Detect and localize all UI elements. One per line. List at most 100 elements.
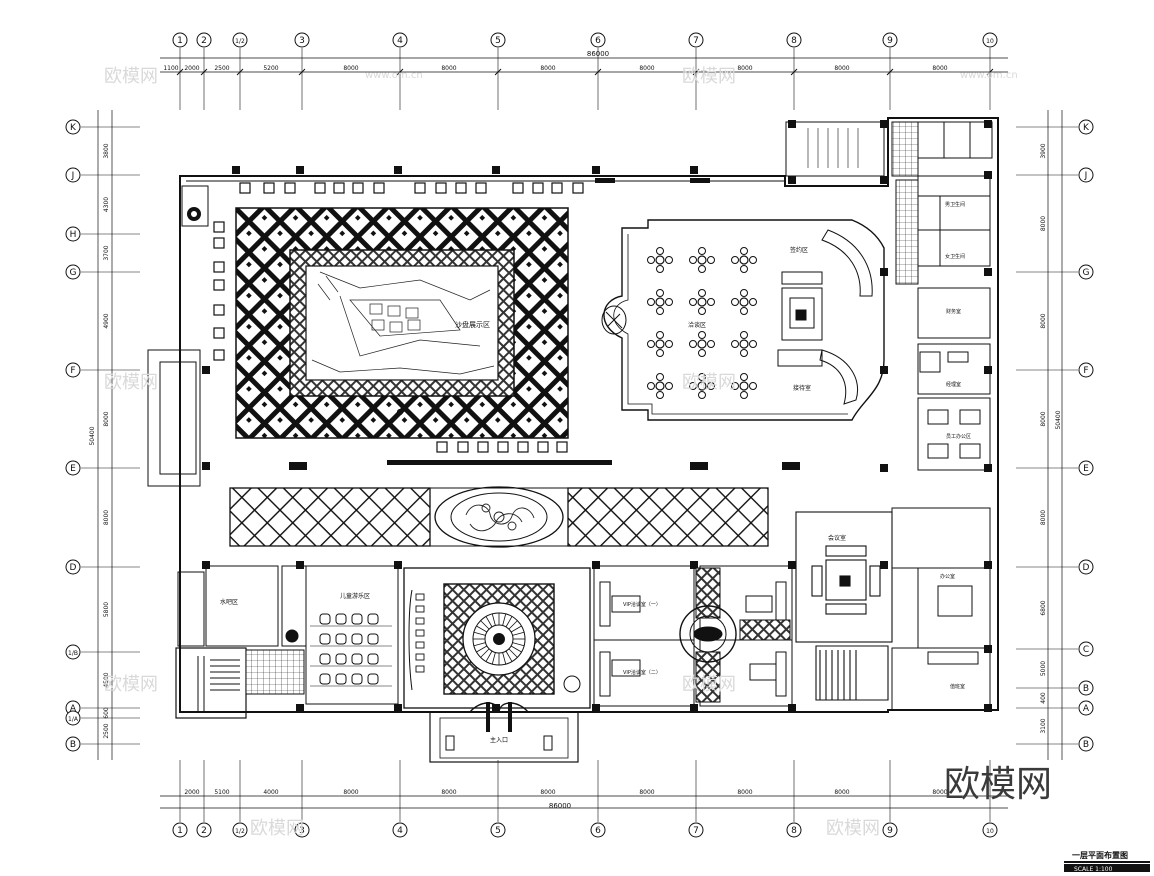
grid-row-bubble xyxy=(65,644,81,660)
grid-row-bubble xyxy=(1078,641,1094,657)
meeting-label: 会议室 xyxy=(828,534,846,542)
grid-column-label: 8 xyxy=(791,826,797,836)
dimension-value: 3900 xyxy=(1040,143,1047,158)
dimension-value: 4500 xyxy=(103,672,110,687)
grid-column-bubble xyxy=(172,32,188,48)
dimension-value: 8000 xyxy=(441,65,456,72)
grid-row-bubble xyxy=(65,226,81,242)
chair xyxy=(335,653,347,665)
dimension-value: 8000 xyxy=(343,65,358,72)
drawing-scale: SCALE 1:100 xyxy=(1074,866,1113,873)
grid-column-bubble xyxy=(490,822,506,838)
grid-row-label: B xyxy=(1083,684,1089,694)
chair xyxy=(351,633,363,645)
women-wc-label: 女卫生间 xyxy=(945,253,965,260)
negotiation-hall: 签约区 洽谈区 接待室 xyxy=(601,219,885,421)
sand-table-label: 沙盘展示区 xyxy=(455,320,490,329)
dimension-value: 8000 xyxy=(343,789,358,796)
chair xyxy=(367,673,379,685)
seat-group xyxy=(730,246,758,274)
grid-column-label: 7 xyxy=(693,826,699,836)
column xyxy=(394,166,402,174)
dimension-value: 8000 xyxy=(1040,411,1047,426)
grid-row-label: J xyxy=(1084,171,1088,181)
grid-column-bubble xyxy=(590,822,606,838)
axis-grid: 11221/21/2334455667788991010KJHGFED1/BA1… xyxy=(65,32,1094,838)
dimension-value: 8000 xyxy=(1040,510,1047,525)
dimension-value: 8000 xyxy=(639,65,654,72)
watermark-brand: 欧模网 xyxy=(682,674,736,695)
column xyxy=(788,120,796,128)
dimension-value: 8000 xyxy=(737,789,752,796)
grid-row-bubble xyxy=(1078,119,1094,135)
grid-column-label: 6 xyxy=(595,36,601,46)
column xyxy=(394,561,402,569)
seat-group xyxy=(646,288,674,316)
grid-column-label: 9 xyxy=(887,826,893,836)
grid-row-label: K xyxy=(1083,123,1090,133)
dimension-value: 2500 xyxy=(214,65,229,72)
grid-column-label: 1 xyxy=(177,36,183,46)
grid-row-label: G xyxy=(70,268,77,278)
vip2-label: VIP洽谈室（二） xyxy=(623,669,661,676)
lobby-floor-pattern xyxy=(229,486,769,548)
watermark-brand: 欧模网 xyxy=(104,372,158,393)
grid-row-label: 1/B xyxy=(68,650,78,657)
dimension-value: 8000 xyxy=(932,789,947,796)
seat-group xyxy=(646,246,674,274)
grid-row-bubble xyxy=(1078,680,1094,696)
column xyxy=(984,704,992,712)
dimension-value: 8000 xyxy=(441,789,456,796)
grid-row-label: K xyxy=(70,123,77,133)
grid-row-bubble xyxy=(65,119,81,135)
dimension-value: 4000 xyxy=(263,789,278,796)
grid-row-bubble xyxy=(1078,700,1094,716)
grid-column-bubble xyxy=(786,32,802,48)
kids-area-chairs xyxy=(310,613,392,687)
dimension-value: 5000 xyxy=(1040,661,1047,676)
total-dimension-left: 50400 xyxy=(89,426,96,445)
watermarks: 欧模网 www.om.cn 欧模网 www.om.cn 欧模网 欧模网 欧模网 … xyxy=(104,66,1052,839)
grid-row-bubble xyxy=(65,460,81,476)
watermark-brand: 欧模网 xyxy=(250,818,304,839)
grid-column-bubble xyxy=(196,32,212,48)
dimension-value: 4300 xyxy=(103,197,110,212)
column xyxy=(880,366,888,374)
column xyxy=(232,166,240,174)
vip1-label: VIP洽谈室（一） xyxy=(623,601,661,608)
column xyxy=(880,464,888,472)
grid-column-bubble xyxy=(392,32,408,48)
chair xyxy=(319,613,331,625)
watermark-brand: 欧模网 xyxy=(104,66,158,87)
grid-column-bubble xyxy=(786,822,802,838)
column xyxy=(202,366,210,374)
seat-group xyxy=(688,288,716,316)
total-dimension-top: 86000 xyxy=(587,50,609,58)
column xyxy=(394,704,402,712)
chair xyxy=(367,613,379,625)
column xyxy=(492,166,500,174)
grid-column-bubble xyxy=(232,32,248,48)
finance-label: 财务室 xyxy=(946,308,961,315)
grid-row-label: 1/A xyxy=(68,716,79,723)
dimension-value: 8000 xyxy=(737,65,752,72)
dimension-value: 8000 xyxy=(540,789,555,796)
grid-row-bubble xyxy=(65,264,81,280)
grid-column-label: 1/2 xyxy=(235,828,245,835)
dimension-value: 8000 xyxy=(932,65,947,72)
dimension-value: 8000 xyxy=(1040,313,1047,328)
column xyxy=(690,561,698,569)
column xyxy=(984,366,992,374)
dimension-value: 6800 xyxy=(1040,600,1047,615)
grid-column-label: 7 xyxy=(693,36,699,46)
grid-column-bubble xyxy=(982,32,998,48)
column xyxy=(690,704,698,712)
grid-column-bubble xyxy=(688,32,704,48)
grid-row-bubble xyxy=(65,167,81,183)
kids-label: 儿童游乐区 xyxy=(340,592,370,600)
dimension-value: 400 xyxy=(1040,692,1047,704)
grid-column-bubble xyxy=(232,822,248,838)
grid-column-label: 5 xyxy=(495,826,501,836)
grid-column-label: 8 xyxy=(791,36,797,46)
grid-row-label: D xyxy=(1083,563,1090,573)
